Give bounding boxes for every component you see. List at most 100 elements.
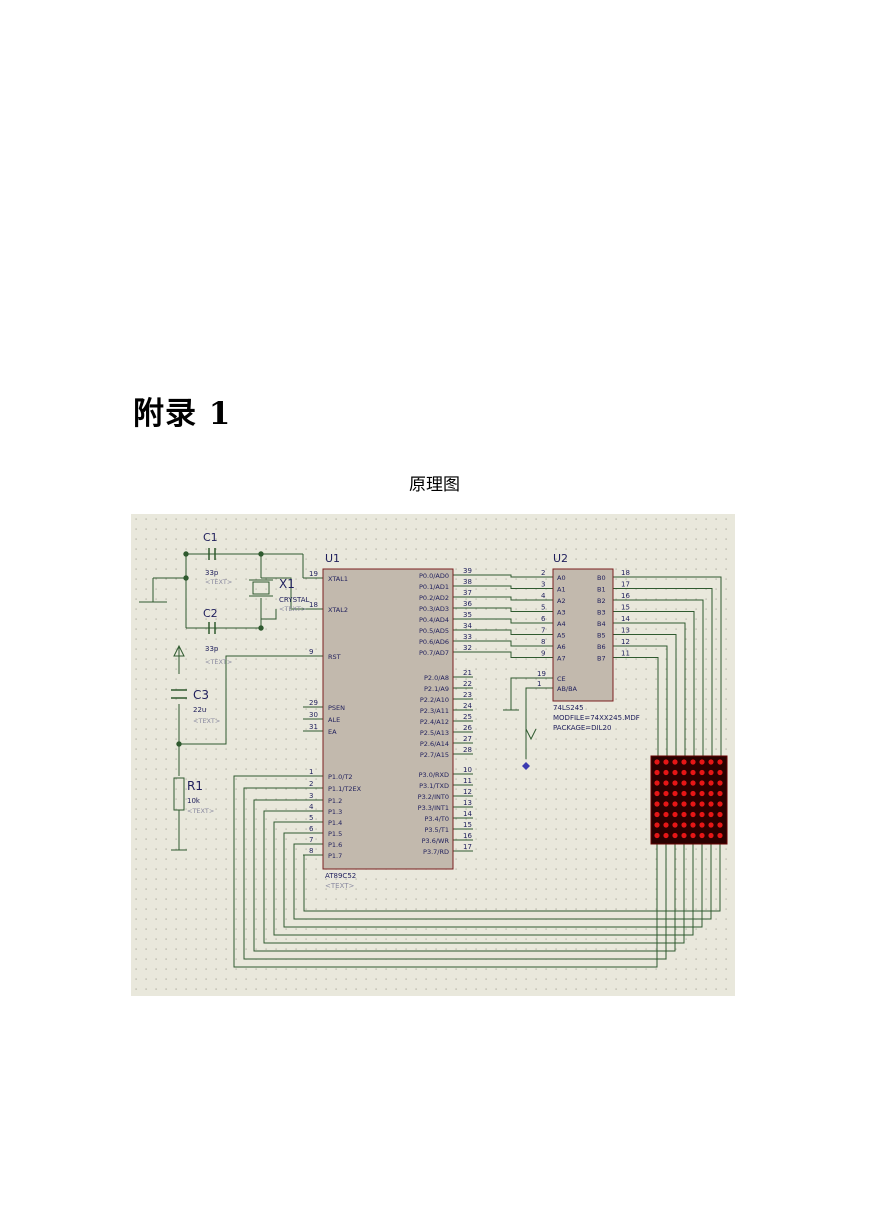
bus-b-0 bbox=[633, 576, 722, 756]
u2-pin-name-19: CE bbox=[557, 675, 566, 683]
u1-pin-name-6: P1.5 bbox=[328, 830, 342, 838]
led-dot bbox=[672, 780, 678, 786]
wire bbox=[525, 728, 537, 741]
led-dot bbox=[690, 801, 696, 807]
u1-pin-name-15: P3.5/T1 bbox=[424, 826, 449, 834]
led-dot bbox=[672, 769, 678, 776]
u1-part: AT89C52 bbox=[325, 872, 356, 880]
led-dot bbox=[663, 769, 669, 776]
dir-wire bbox=[525, 687, 533, 759]
u1-pin-num-31: 31 bbox=[309, 723, 318, 731]
x1-crystal bbox=[252, 581, 270, 595]
u1-pin-name-35: P0.4/AD4 bbox=[419, 616, 449, 624]
bus-p0-5 bbox=[473, 629, 533, 635]
led-dot bbox=[672, 822, 678, 828]
led-dot bbox=[654, 801, 660, 807]
u1-pin-name-34: P0.5/AD5 bbox=[419, 627, 449, 635]
u1-pin-num-30: 30 bbox=[309, 711, 318, 719]
led-dot bbox=[663, 790, 669, 797]
u1-pin-num-18: 18 bbox=[309, 601, 318, 609]
bus-p1-5 bbox=[283, 832, 703, 928]
u2-package: PACKAGE=DIL20 bbox=[553, 724, 611, 732]
bus-p0-4 bbox=[473, 618, 533, 624]
u1-ref: U1 bbox=[325, 552, 340, 565]
bus-p1-4 bbox=[273, 821, 694, 936]
u1-pin-name-19: XTAL1 bbox=[328, 575, 348, 583]
u1-pin-name-1: P1.0/T2 bbox=[328, 773, 353, 781]
x1-ref: X1 bbox=[279, 577, 295, 591]
u1-pin-num-5: 5 bbox=[309, 814, 313, 822]
wire bbox=[261, 577, 303, 610]
u2-pin-num-11: 11 bbox=[621, 650, 630, 658]
u1-pin-name-3: P1.2 bbox=[328, 797, 342, 805]
u1-pin-name-37: P0.2/AD2 bbox=[419, 594, 449, 602]
u1-pin-num-38: 38 bbox=[463, 578, 472, 586]
led-dot bbox=[690, 790, 696, 797]
led-dot bbox=[681, 790, 687, 797]
led-dot bbox=[690, 769, 696, 776]
led-dot bbox=[672, 790, 678, 797]
led-dot bbox=[699, 759, 705, 765]
u2-pin-name-7: A5 bbox=[557, 632, 566, 640]
c2-ref: C2 bbox=[203, 607, 218, 620]
u2-pin-name-14: B4 bbox=[597, 620, 606, 628]
u2-pin-name-12: B6 bbox=[597, 643, 606, 651]
u1-pin-num-13: 13 bbox=[463, 799, 472, 807]
led-dot bbox=[654, 780, 660, 786]
u1-pin-num-8: 8 bbox=[309, 847, 313, 855]
u2-pin-name-1: AB/BA bbox=[557, 685, 578, 693]
u1-pin-num-4: 4 bbox=[309, 803, 314, 811]
led-dot bbox=[690, 780, 696, 786]
led-dot bbox=[717, 790, 723, 797]
u2-body bbox=[552, 568, 614, 702]
u1-pin-num-12: 12 bbox=[463, 788, 472, 796]
u2-pin-num-16: 16 bbox=[621, 592, 630, 600]
u2-pin-num-8: 8 bbox=[541, 638, 545, 646]
r1-body bbox=[173, 777, 185, 811]
u1-pin-name-32: P0.7/AD7 bbox=[419, 649, 449, 657]
u2-part: 74LS245 bbox=[553, 704, 584, 712]
bus-b-6 bbox=[633, 645, 668, 756]
u1-pin-name-25: P2.4/A12 bbox=[420, 718, 449, 726]
u1-pin-num-3: 3 bbox=[309, 792, 313, 800]
led-dot bbox=[663, 780, 669, 786]
led-dot bbox=[690, 822, 696, 828]
bus-p1-3 bbox=[263, 810, 685, 944]
u1-pin-name-22: P2.1/A9 bbox=[424, 685, 449, 693]
u2-pin-name-4: A2 bbox=[557, 597, 566, 605]
led-dot bbox=[681, 769, 687, 776]
u2-pin-name-9: A7 bbox=[557, 655, 566, 663]
appendix-heading: 附录 1 bbox=[133, 396, 232, 432]
probe-marker bbox=[522, 762, 530, 770]
led-dot bbox=[681, 780, 687, 786]
u1-pin-num-37: 37 bbox=[463, 589, 472, 597]
led-dot bbox=[654, 811, 660, 818]
u1-pin-num-17: 17 bbox=[463, 843, 472, 851]
led-dot bbox=[690, 832, 696, 839]
u1-pin-num-21: 21 bbox=[463, 669, 472, 677]
u2-pin-name-16: B2 bbox=[597, 597, 606, 605]
wire bbox=[261, 609, 277, 620]
led-dot bbox=[663, 832, 669, 839]
led-dot bbox=[717, 769, 723, 776]
u1-pin-num-32: 32 bbox=[463, 644, 472, 652]
bus-p0-0 bbox=[473, 574, 533, 578]
u1-pin-num-29: 29 bbox=[309, 699, 318, 707]
x1-value: CRYSTAL bbox=[279, 596, 310, 604]
u1-pin-num-28: 28 bbox=[463, 746, 472, 754]
ce-wire bbox=[510, 677, 533, 710]
bus-b-1 bbox=[633, 588, 713, 756]
u1-pin-num-23: 23 bbox=[463, 691, 472, 699]
u1-pin-num-26: 26 bbox=[463, 724, 472, 732]
u1-pin-num-6: 6 bbox=[309, 825, 314, 833]
led-dot bbox=[681, 832, 687, 839]
bus-b-5 bbox=[633, 634, 677, 756]
c1-value: 33p bbox=[205, 569, 219, 577]
led-dot bbox=[708, 790, 714, 797]
u1-pin-name-7: P1.6 bbox=[328, 841, 342, 849]
u2-pin-name-17: B1 bbox=[597, 586, 606, 594]
led-dot bbox=[672, 811, 678, 818]
u1-pin-num-39: 39 bbox=[463, 567, 472, 575]
u1-pin-num-33: 33 bbox=[463, 633, 472, 641]
u2-ref: U2 bbox=[553, 552, 568, 565]
